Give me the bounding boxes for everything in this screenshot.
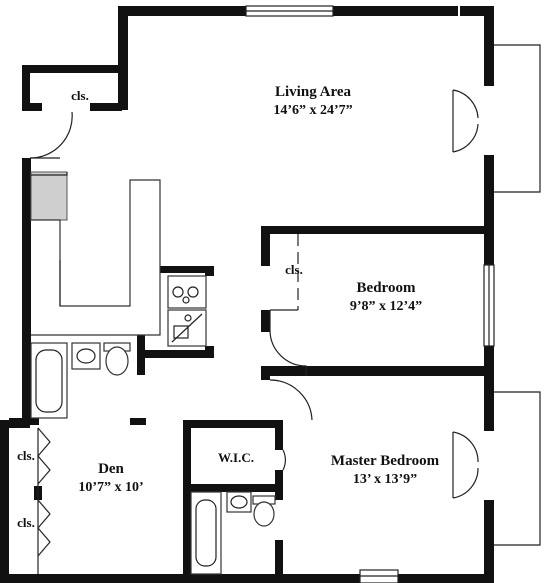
master-bedroom-dimensions: 13’ x 13’9” xyxy=(352,471,418,487)
bedroom-closet-label: cls. xyxy=(285,261,303,277)
bedroom-dimensions: 9’8” x 12’4” xyxy=(349,298,423,314)
master-bedroom-label: Master Bedroom 13’ x 13’9” xyxy=(331,452,439,488)
wic-bathroom xyxy=(190,491,276,575)
den-dimensions: 10’7” x 10’ xyxy=(78,479,144,495)
den-label: Den 10’7” x 10’ xyxy=(78,460,143,496)
den-name: Den xyxy=(98,460,124,477)
entry-closet-label: cls. xyxy=(71,87,89,103)
living-area-dimensions: 14’6” x 24’7” xyxy=(273,102,353,118)
master-bedroom-name: Master Bedroom xyxy=(330,452,440,469)
windows xyxy=(245,5,495,583)
living-area-label: Living Area 14’6” x 24’7” xyxy=(273,83,352,119)
bedroom-name: Bedroom xyxy=(356,279,416,296)
walls xyxy=(0,6,494,583)
main-bathroom xyxy=(30,342,131,419)
den-closet-upper-label: cls. xyxy=(17,447,35,463)
bedroom-closet xyxy=(270,234,299,311)
balconies xyxy=(494,44,541,546)
den-closet-doors xyxy=(34,427,51,574)
kitchen-appliances xyxy=(167,275,207,347)
doors xyxy=(29,89,479,499)
living-area-name: Living Area xyxy=(275,83,351,100)
bedroom-label: Bedroom 9’8” x 12’4” xyxy=(350,279,422,315)
den-closet-lower-label: cls. xyxy=(17,514,35,530)
walk-in-closet-label: W.I.C. xyxy=(217,449,255,465)
kitchen-counters xyxy=(30,171,161,336)
